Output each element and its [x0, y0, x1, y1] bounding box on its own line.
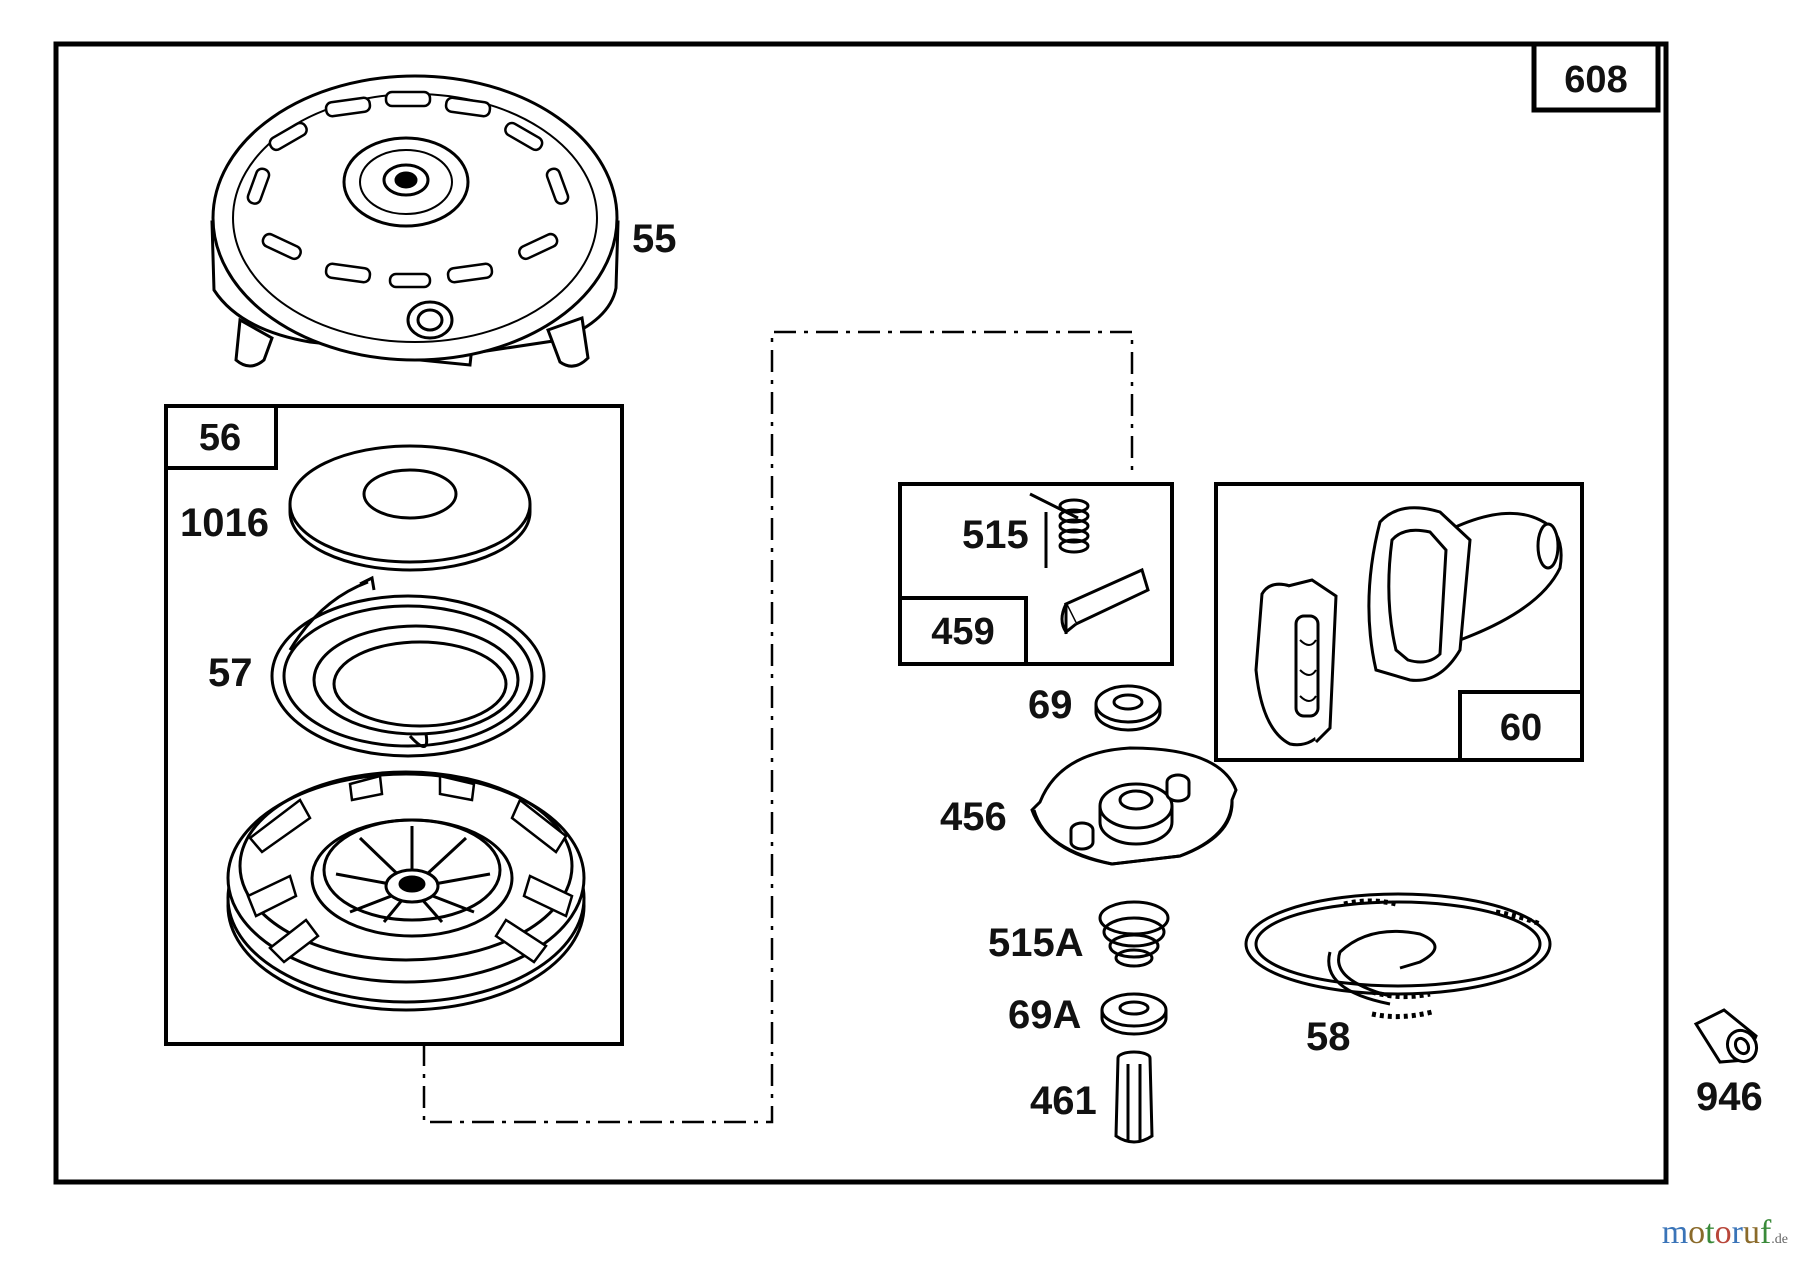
label-57: 57 — [208, 651, 253, 695]
part-456-retainer — [1030, 746, 1238, 866]
watermark-logo: motoruf.de — [1662, 1214, 1788, 1252]
part-1016-washer — [288, 444, 532, 572]
part-58-starter-rope — [1244, 892, 1552, 1020]
watermark-letter: r — [1731, 1214, 1743, 1251]
part-60-starter-handle — [1254, 506, 1563, 747]
label-608: 608 — [1564, 59, 1627, 101]
watermark-letter: u — [1742, 1214, 1760, 1251]
watermark-letter: t — [1705, 1214, 1715, 1251]
label-515: 515 — [962, 513, 1029, 557]
part-57-rewind-spring — [270, 575, 546, 758]
watermark-text: motoruf — [1662, 1214, 1772, 1251]
watermark-suffix: .de — [1771, 1232, 1788, 1247]
label-58: 58 — [1306, 1015, 1351, 1059]
part-459-pawl — [1060, 567, 1150, 635]
watermark-letter: o — [1688, 1214, 1706, 1251]
connector-line — [422, 330, 1134, 1124]
assembly-60-box — [1214, 482, 1584, 762]
label-456: 456 — [940, 795, 1007, 839]
watermark-letter: f — [1759, 1214, 1772, 1251]
part-69a-washer — [1100, 992, 1168, 1036]
starter-pulley — [226, 770, 586, 1012]
label-69: 69 — [1028, 683, 1073, 727]
watermark-letter: o — [1714, 1214, 1732, 1251]
label-461: 461 — [1030, 1079, 1097, 1123]
part-69-washer — [1094, 684, 1162, 732]
assembly-608-box: 608 — [1531, 41, 1661, 113]
outer-frame — [53, 41, 1669, 1185]
part-515-spring — [1029, 492, 1090, 568]
label-69a: 69A — [1008, 993, 1081, 1037]
label-946: 946 — [1696, 1075, 1763, 1119]
label-56: 56 — [199, 417, 241, 459]
label-1016: 1016 — [180, 501, 269, 545]
assembly-515-box — [898, 482, 1174, 666]
assembly-459-tab: 459 — [898, 596, 1028, 666]
part-515a-spring — [1098, 900, 1170, 968]
label-55: 55 — [632, 217, 677, 261]
assembly-56-box — [164, 404, 624, 1046]
watermark-letter: m — [1661, 1214, 1689, 1251]
label-60: 60 — [1500, 707, 1542, 749]
label-515a: 515A — [988, 921, 1084, 965]
assembly-56-tab: 56 — [164, 404, 278, 470]
label-459: 459 — [931, 611, 994, 653]
assembly-60-tab: 60 — [1458, 690, 1584, 762]
part-946-sleeve — [1693, 1008, 1759, 1064]
part-461-pin — [1114, 1050, 1154, 1144]
part-55-starter-housing — [210, 74, 620, 368]
